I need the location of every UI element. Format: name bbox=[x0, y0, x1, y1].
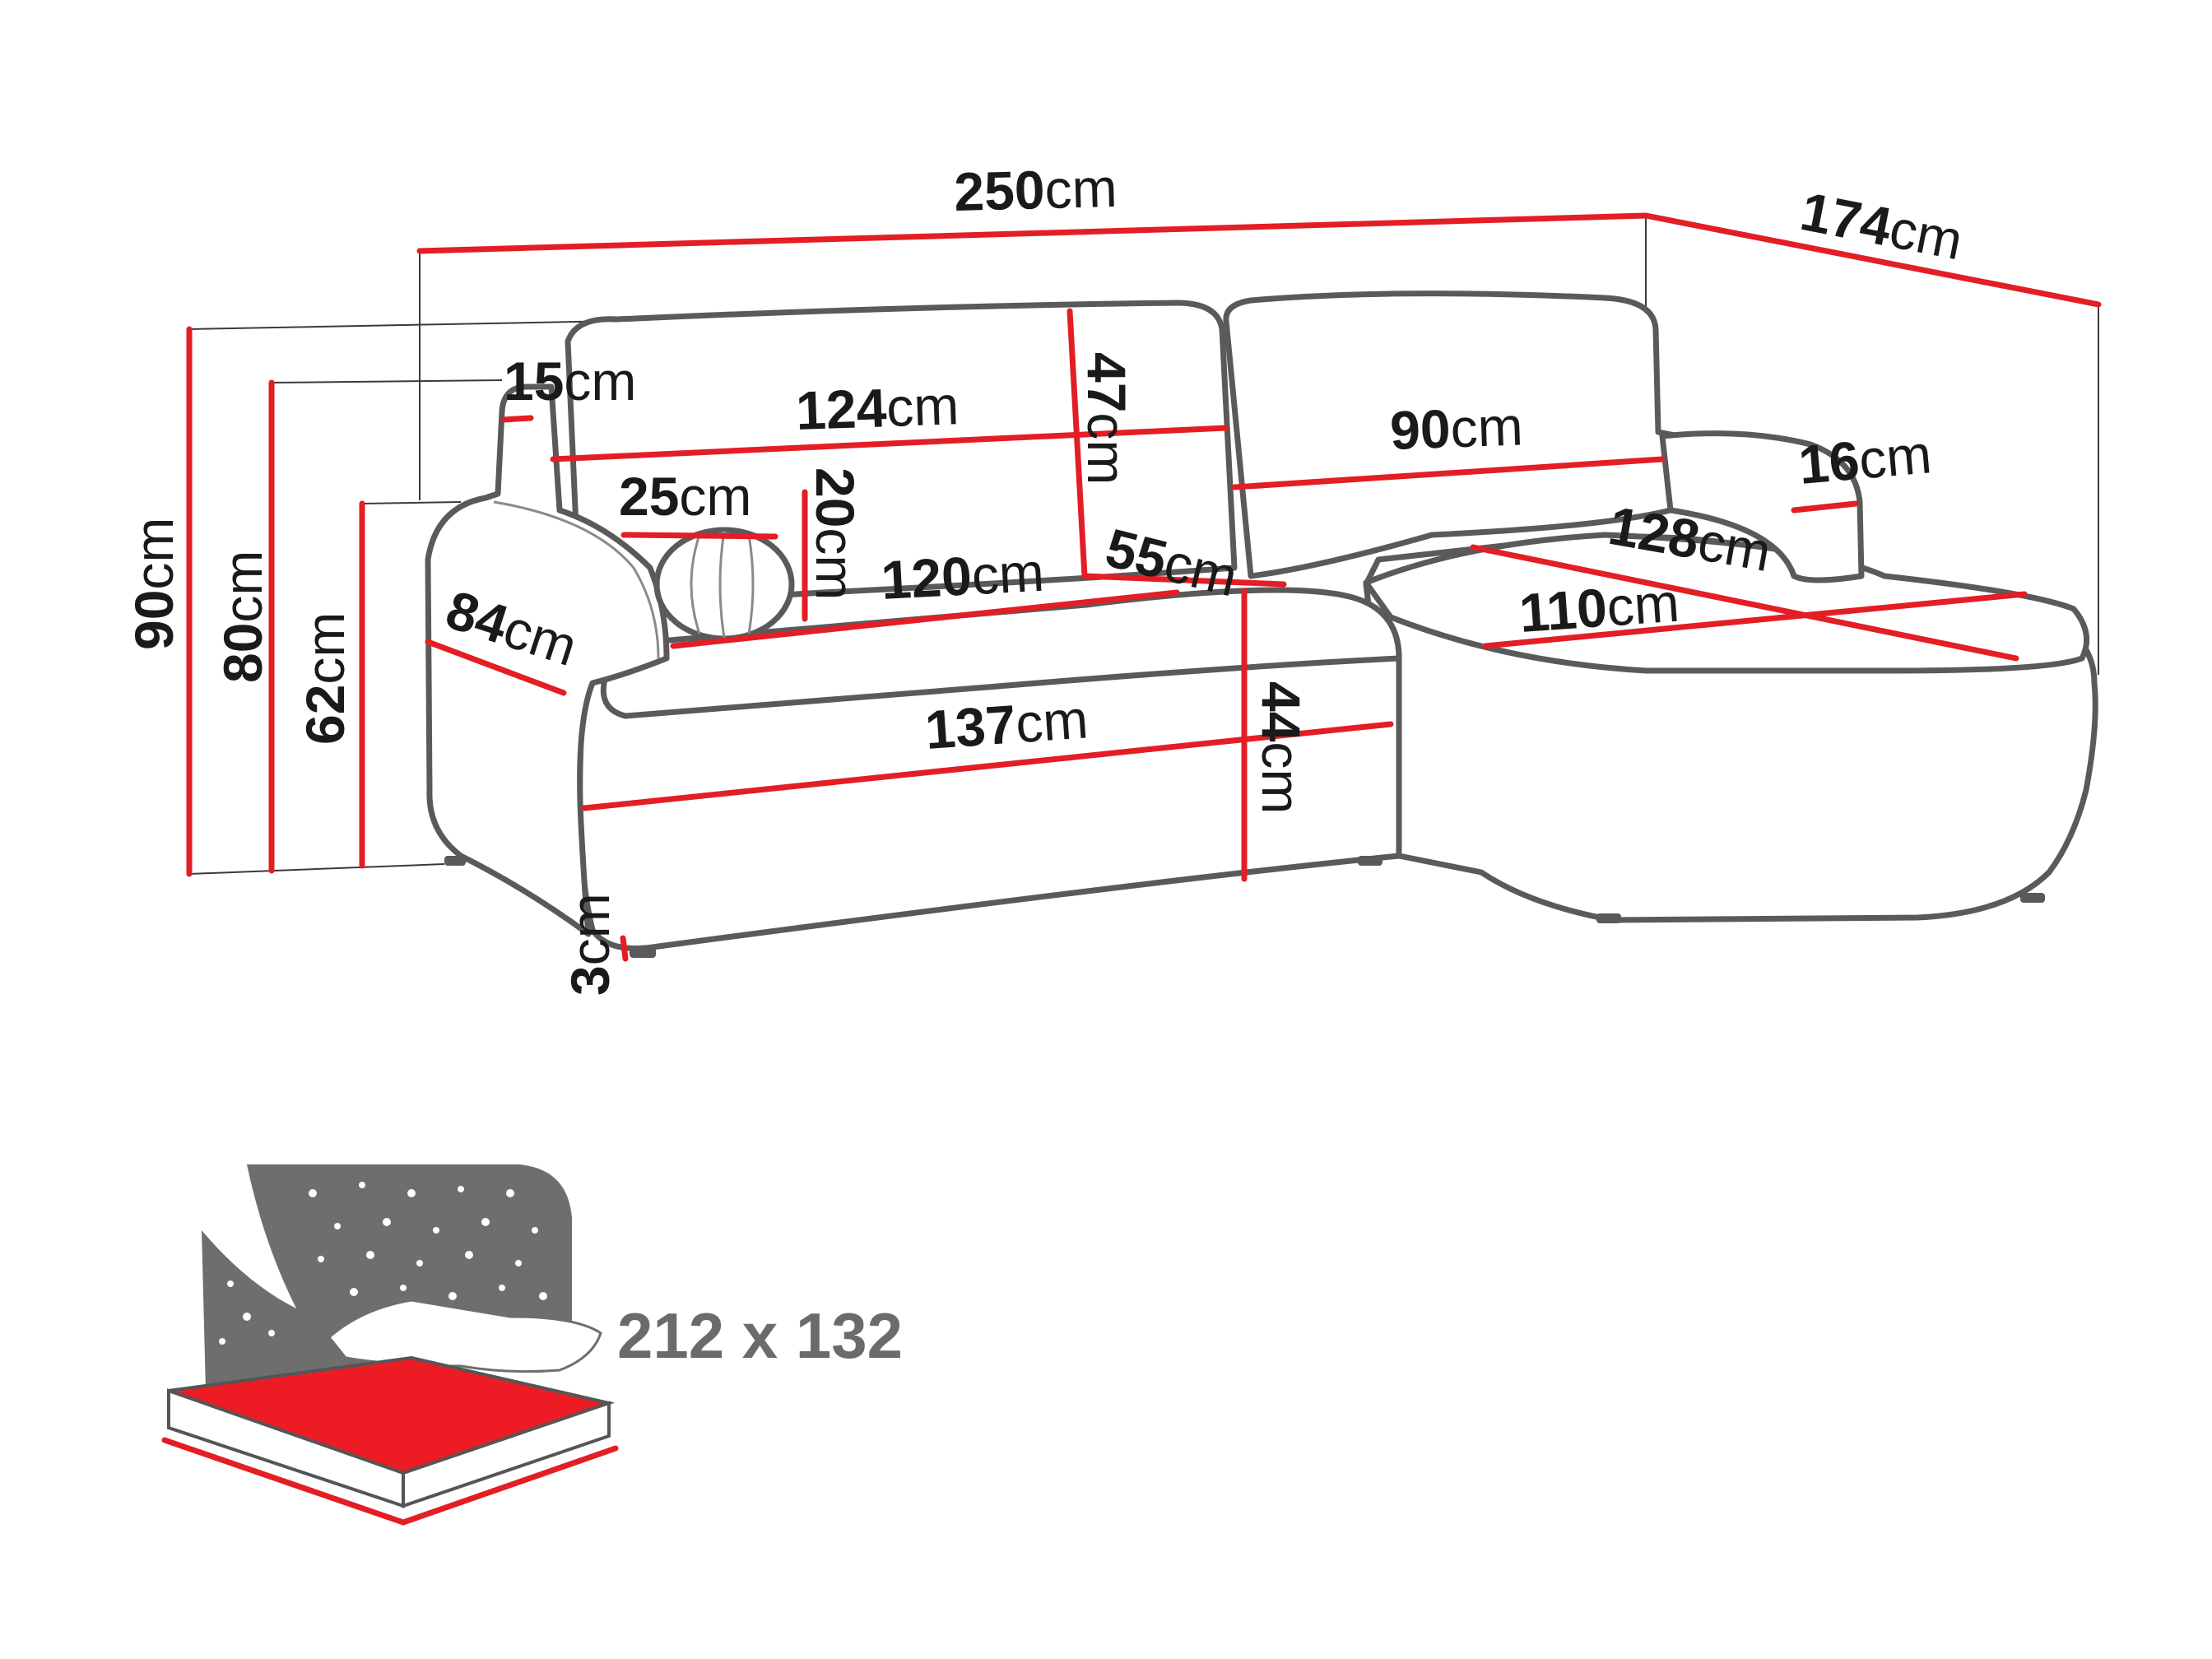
left-armrest bbox=[425, 383, 670, 937]
leg-chaise-back bbox=[2020, 893, 2045, 903]
dim-line-90-right bbox=[1231, 456, 1666, 490]
label-120: 120cm bbox=[880, 541, 1046, 611]
round-pillow bbox=[653, 527, 795, 642]
dim-line-137 bbox=[581, 721, 1394, 811]
stars-icon bbox=[219, 1182, 547, 1345]
chaise-armrest bbox=[1659, 430, 1865, 583]
bed-size-label: 212 x 132 bbox=[617, 1299, 903, 1372]
dimension-labels: 250cm 174cm 90cm 80cm 62cm 15cm 124cm 47… bbox=[123, 157, 1968, 996]
dim-line-47 bbox=[1066, 308, 1088, 579]
label-90-right: 90cm bbox=[1389, 395, 1524, 461]
dim-line-174 bbox=[1643, 212, 2102, 308]
bed-width-arrow bbox=[400, 1445, 619, 1526]
leg-mid bbox=[1358, 856, 1382, 866]
label-3: 3cm bbox=[560, 893, 620, 996]
dim-line-84 bbox=[425, 639, 567, 696]
dim-line-124 bbox=[550, 425, 1229, 462]
dim-line-110 bbox=[1482, 591, 2028, 649]
dim-line-15 bbox=[500, 415, 534, 423]
label-124: 124cm bbox=[795, 374, 960, 441]
label-16: 16cm bbox=[1796, 423, 1934, 495]
dim-line-25 bbox=[620, 532, 778, 540]
dim-line-16 bbox=[1791, 500, 1859, 514]
label-20: 20cm bbox=[805, 467, 866, 600]
right-backrest bbox=[1223, 290, 1682, 579]
leg-chaise-front bbox=[1596, 913, 1621, 923]
label-174: 174cm bbox=[1796, 180, 1968, 271]
label-90: 90cm bbox=[123, 518, 184, 650]
label-137: 137cm bbox=[923, 688, 1090, 760]
label-110: 110cm bbox=[1517, 572, 1681, 644]
label-250: 250cm bbox=[953, 157, 1118, 222]
label-62: 62cm bbox=[295, 612, 356, 745]
dim-line-120 bbox=[670, 589, 1180, 649]
main-seat-cushion bbox=[600, 587, 1402, 719]
label-25: 25cm bbox=[619, 466, 751, 527]
dim-line-55 bbox=[1081, 573, 1287, 588]
dim-line-250 bbox=[416, 212, 1649, 254]
sleeping-area-icon: 212 x 132 bbox=[161, 1164, 903, 1526]
bed-length-arrow bbox=[161, 1437, 407, 1526]
leg-back-left bbox=[444, 856, 466, 866]
leg-front-left bbox=[630, 946, 656, 958]
dim-line-3 bbox=[620, 935, 629, 962]
label-47: 47cm bbox=[1076, 352, 1137, 485]
sofa-outline bbox=[425, 290, 2098, 958]
label-44: 44cm bbox=[1251, 681, 1312, 814]
dimension-lines bbox=[186, 212, 2102, 962]
label-128: 128cm bbox=[1605, 495, 1776, 583]
label-15: 15cm bbox=[504, 351, 636, 411]
label-80: 80cm bbox=[212, 551, 273, 683]
dim-line-128 bbox=[1470, 544, 2019, 662]
